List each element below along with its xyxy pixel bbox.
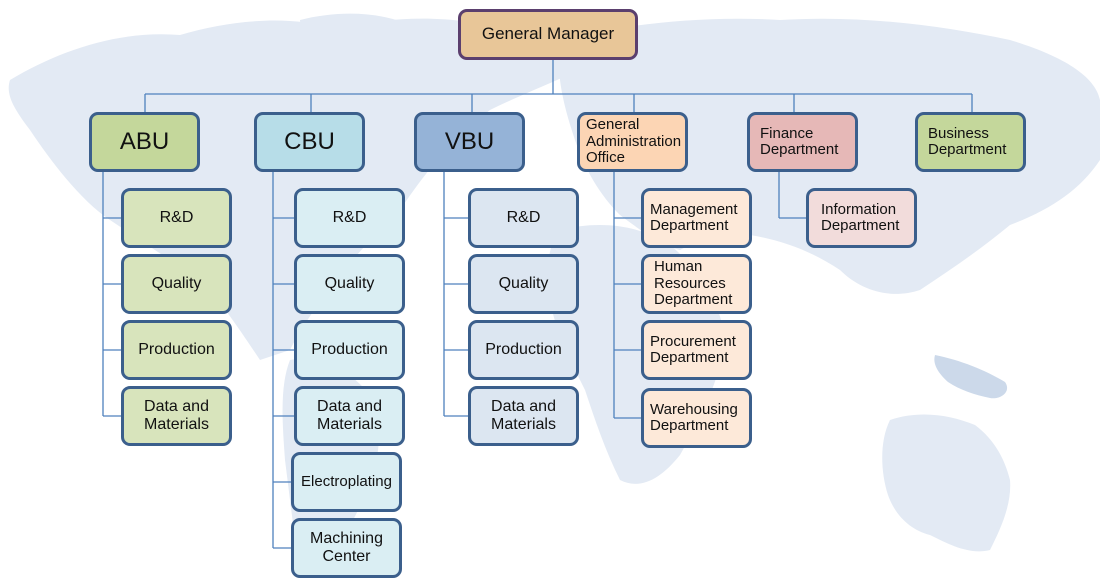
abu-quality-box[interactable]: Quality	[121, 254, 232, 314]
new-guinea-shape	[934, 355, 1008, 399]
cbu-rd-box[interactable]: R&D	[294, 188, 405, 248]
business-department-label: Business Department	[928, 124, 1007, 158]
cbu-machining-center-label: Machining Center	[310, 530, 383, 565]
abu-production-box[interactable]: Production	[121, 320, 232, 380]
vbu-quality-box[interactable]: Quality	[468, 254, 579, 314]
general-administration-office-box[interactable]: General Administration Office	[577, 112, 688, 172]
warehousing-department-label: Warehousing Department	[650, 400, 738, 434]
cbu-electroplating-box[interactable]: Electroplating	[291, 452, 402, 512]
procurement-department-label: Procurement Department	[650, 332, 736, 366]
cbu-quality-box[interactable]: Quality	[294, 254, 405, 314]
cbu-rd-label: R&D	[332, 209, 367, 227]
cbu-data-materials-box[interactable]: Data and Materials	[294, 386, 405, 446]
cbu-production-label: Production	[311, 341, 388, 359]
cbu-machining-center-box[interactable]: Machining Center	[291, 518, 402, 578]
general-manager-label: General Manager	[481, 24, 615, 44]
abu-rd-box[interactable]: R&D	[121, 188, 232, 248]
cbu-label: CBU	[284, 127, 335, 155]
vbu-data-materials-label: Data and Materials	[491, 398, 556, 433]
finance-department-label: Finance Department	[760, 124, 839, 158]
cbu-box[interactable]: CBU	[254, 112, 365, 172]
human-resources-department-box[interactable]: Human Resources Department	[641, 254, 752, 314]
australia-shape	[882, 414, 1011, 552]
finance-department-box[interactable]: Finance Department	[747, 112, 858, 172]
abu-data-materials-box[interactable]: Data and Materials	[121, 386, 232, 446]
information-department-box[interactable]: Information Department	[806, 188, 917, 248]
vbu-rd-box[interactable]: R&D	[468, 188, 579, 248]
business-department-box[interactable]: Business Department	[915, 112, 1026, 172]
abu-box[interactable]: ABU	[89, 112, 200, 172]
cbu-production-box[interactable]: Production	[294, 320, 405, 380]
cbu-data-materials-label: Data and Materials	[317, 398, 382, 433]
abu-data-materials-label: Data and Materials	[144, 398, 209, 433]
general-manager-box[interactable]: General Manager	[458, 9, 638, 60]
greenland-shape	[300, 13, 421, 81]
abu-production-label: Production	[138, 341, 215, 359]
abu-rd-label: R&D	[159, 209, 194, 227]
north-america-shape	[8, 14, 601, 360]
warehousing-department-box[interactable]: Warehousing Department	[641, 388, 752, 448]
procurement-department-box[interactable]: Procurement Department	[641, 320, 752, 380]
vbu-data-materials-box[interactable]: Data and Materials	[468, 386, 579, 446]
vbu-production-label: Production	[485, 341, 562, 359]
vbu-quality-label: Quality	[498, 275, 549, 293]
general-administration-office-label: General Administration Office	[586, 116, 682, 167]
management-department-label: Management Department	[650, 200, 738, 234]
information-department-label: Information Department	[821, 200, 900, 234]
management-department-box[interactable]: Management Department	[641, 188, 752, 248]
vbu-production-box[interactable]: Production	[468, 320, 579, 380]
cbu-electroplating-label: Electroplating	[301, 472, 392, 490]
vbu-box[interactable]: VBU	[414, 112, 525, 172]
abu-label: ABU	[119, 127, 170, 155]
human-resources-department-label: Human Resources Department	[654, 258, 733, 309]
abu-quality-label: Quality	[151, 275, 202, 293]
vbu-rd-label: R&D	[506, 209, 541, 227]
vbu-label: VBU	[444, 127, 495, 155]
cbu-quality-label: Quality	[324, 275, 375, 293]
